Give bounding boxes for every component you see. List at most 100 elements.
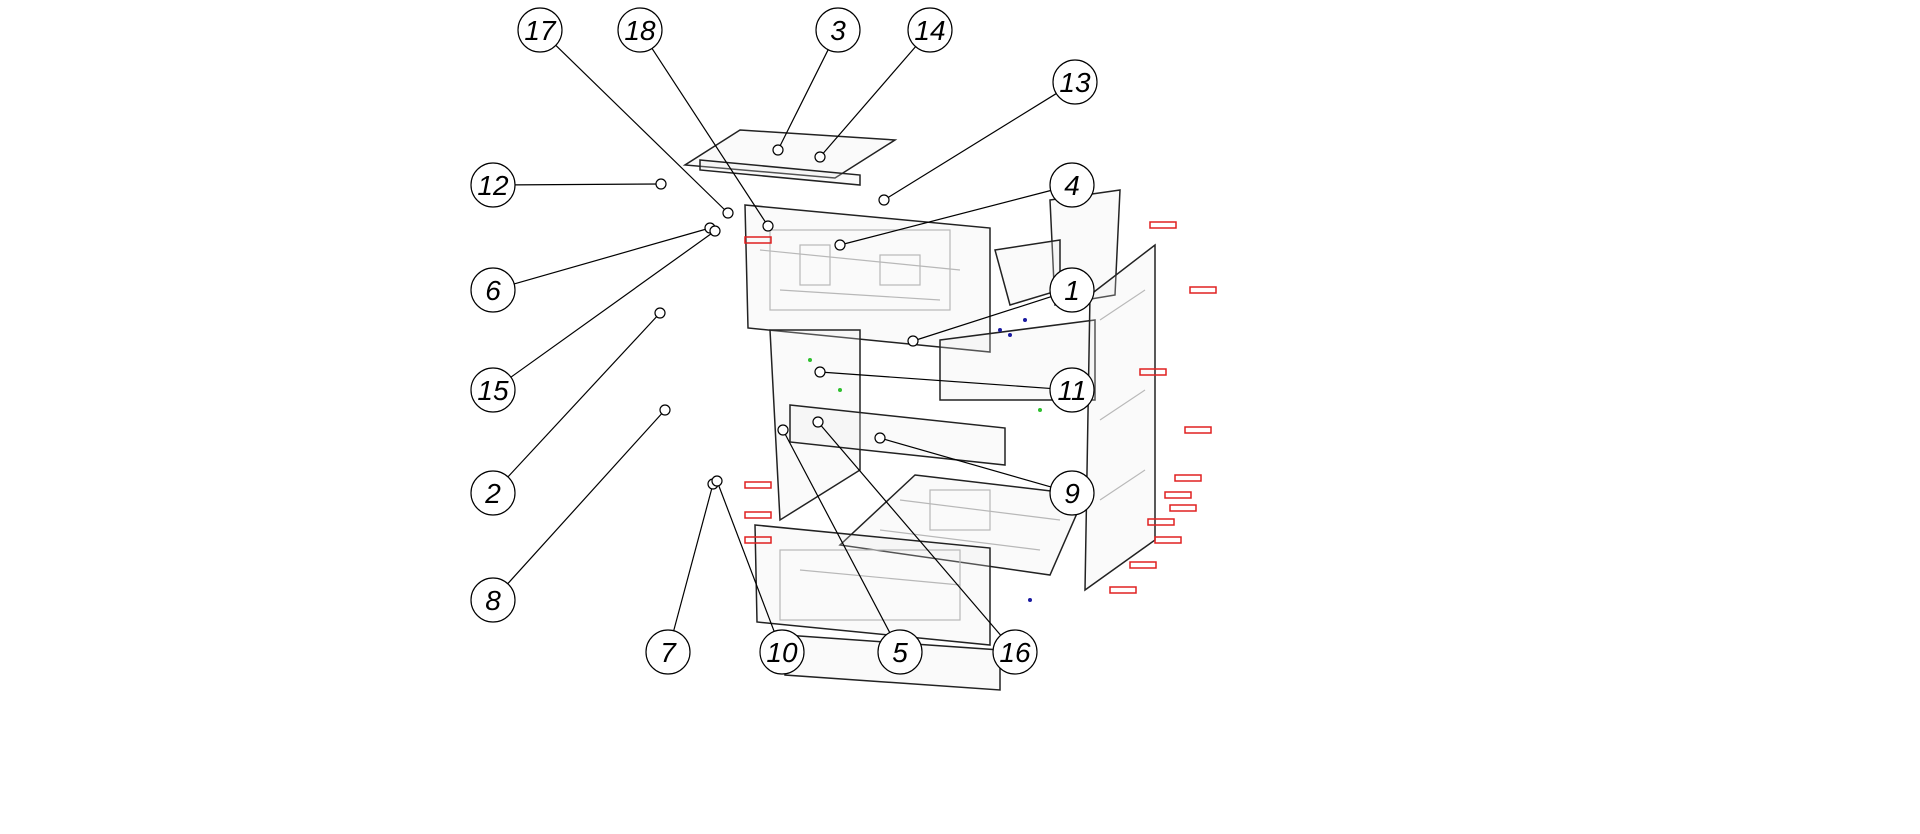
leader-line: [514, 183, 662, 186]
screw-icon: [1189, 286, 1217, 294]
target-marker: [814, 366, 826, 378]
callout-9: 9: [874, 432, 1095, 516]
callout-label: 10: [766, 637, 798, 668]
target-marker: [722, 207, 734, 219]
middle-rail: [789, 404, 1006, 466]
callout-17: 17: [517, 7, 734, 219]
target-marker: [711, 475, 723, 487]
dowel-icon: [998, 328, 1002, 332]
callout-13: 13: [878, 59, 1098, 206]
callout-circle: [470, 367, 516, 413]
callout-18: 18: [617, 7, 774, 232]
screw-icon: [1129, 561, 1157, 569]
callout-11: 11: [814, 366, 1095, 413]
callout-label: 5: [892, 637, 908, 668]
callout-label: 8: [485, 585, 501, 616]
callout-circle: [1049, 367, 1095, 413]
bottom-front-internals: [779, 549, 961, 621]
leader-line: [513, 227, 711, 285]
screw-icon: [1139, 368, 1167, 376]
leader-line: [879, 437, 1052, 488]
callout-circle: [992, 629, 1038, 675]
top-panel: [682, 129, 898, 179]
callout-circle: [1052, 59, 1098, 105]
callout-14: 14: [814, 7, 953, 163]
callout-circle: [1049, 162, 1095, 208]
target-marker: [907, 335, 919, 347]
callout-16: 16: [812, 416, 1038, 675]
top-drawer-internals: [759, 229, 961, 311]
screw-icon: [744, 511, 772, 519]
target-marker: [659, 404, 671, 416]
screw-icon: [1174, 474, 1202, 482]
callout-label: 7: [660, 637, 677, 668]
leader-line: [777, 49, 829, 151]
leader-line: [817, 421, 1002, 636]
screw-icon: [1184, 426, 1212, 434]
callout-8: 8: [470, 404, 671, 623]
right-panel-internals: [1099, 289, 1146, 501]
callout-label: 15: [477, 375, 509, 406]
right-side-panel: [1084, 243, 1156, 592]
target-marker: [762, 220, 774, 232]
cabinet-parts: [682, 129, 1217, 691]
leader-line: [507, 409, 666, 585]
callout-label: 14: [914, 15, 945, 46]
dowel-icon: [808, 358, 812, 362]
callout-circle: [1049, 267, 1095, 313]
callout-2: 2: [470, 307, 666, 516]
screw-icon: [1109, 586, 1137, 594]
callout-label: 1: [1064, 275, 1080, 306]
callout-label: 12: [477, 170, 509, 201]
callout-circle: [877, 629, 923, 675]
callout-circle: [470, 470, 516, 516]
callout-circle: [759, 629, 805, 675]
callout-10: 10: [711, 475, 805, 675]
callout-circle: [645, 629, 691, 675]
callout-3: 3: [772, 7, 861, 156]
callout-circle: [517, 7, 563, 53]
callout-label: 2: [484, 478, 501, 509]
target-marker: [655, 178, 667, 190]
top-back-rail: [699, 159, 861, 186]
screw-icon: [744, 481, 772, 489]
callout-7: 7: [645, 478, 719, 675]
screw-icon: [744, 236, 772, 244]
callout-circle: [470, 267, 516, 313]
dowel-icon: [1038, 408, 1042, 412]
leader-line: [716, 480, 775, 632]
target-marker: [814, 151, 826, 163]
target-marker: [834, 239, 846, 251]
target-marker: [874, 432, 886, 444]
callout-label: 17: [524, 15, 557, 46]
dowel-icon: [1028, 598, 1032, 602]
callout-label: 18: [624, 15, 656, 46]
callout-circle: [617, 7, 663, 53]
dowel-icon: [1008, 333, 1012, 337]
dowel-icon: [838, 388, 842, 392]
dowel-icon: [1023, 318, 1027, 322]
target-marker: [878, 194, 890, 206]
callout-6: 6: [470, 222, 716, 313]
callout-5: 5: [777, 424, 923, 675]
callout-label: 11: [1057, 375, 1086, 406]
target-marker: [777, 424, 789, 436]
callout-circle: [1049, 470, 1095, 516]
leader-line: [673, 483, 714, 631]
top-drawer-front: [744, 204, 991, 353]
leader-line: [883, 93, 1057, 201]
target-marker: [812, 416, 824, 428]
leader-line: [507, 312, 661, 478]
callout-circle: [470, 162, 516, 208]
leader-line: [819, 371, 1051, 390]
screw-icon: [1154, 536, 1182, 544]
leader-line: [555, 44, 729, 214]
callout-label: 16: [999, 637, 1031, 668]
leader-line: [510, 230, 716, 378]
callout-15: 15: [470, 225, 721, 413]
leader-line: [782, 429, 891, 633]
target-marker: [654, 307, 666, 319]
